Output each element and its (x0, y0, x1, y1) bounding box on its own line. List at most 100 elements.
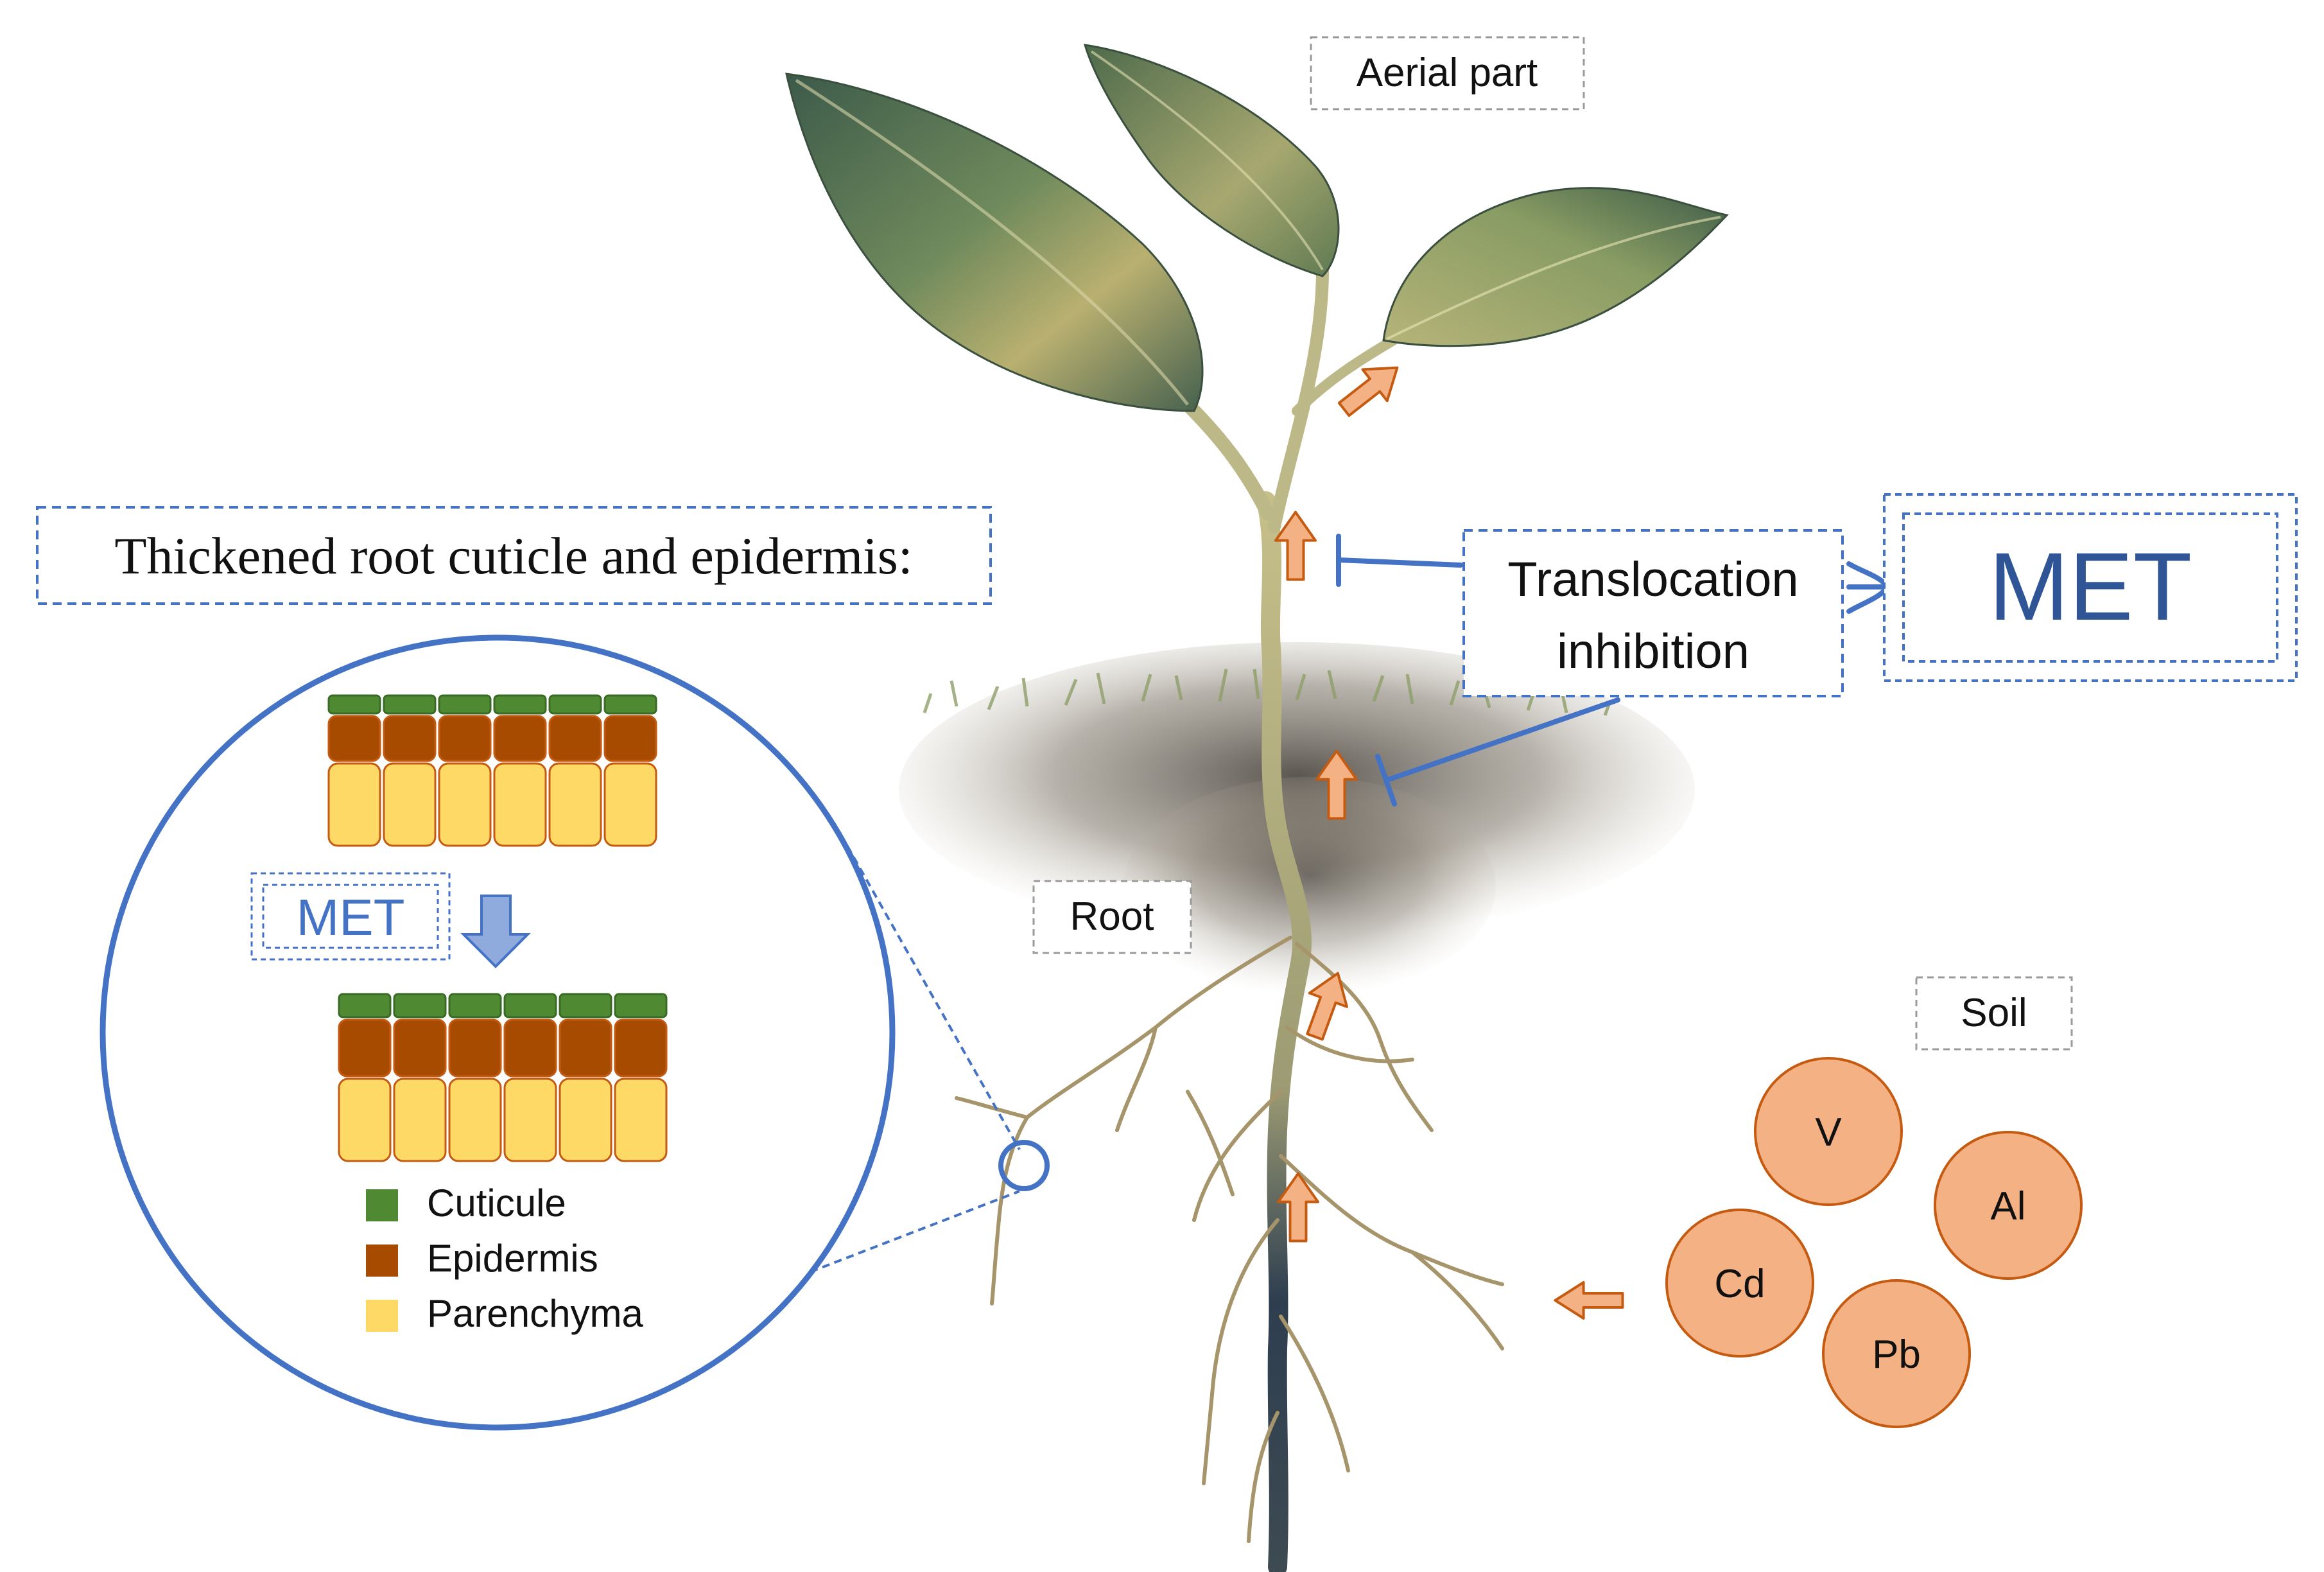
before-cuticle-cell (327, 694, 381, 715)
met-small-inner-box (262, 884, 439, 949)
upward-transport-arrow (1337, 366, 1399, 417)
met-small-group: MET (250, 872, 531, 968)
before-epidermis-cell (438, 715, 492, 762)
after-parenchyma-cell (503, 1078, 557, 1162)
before-epidermis-cell (493, 715, 547, 762)
before-epidermis-cell (603, 715, 657, 762)
root-system (955, 936, 1504, 1543)
leaf-right (1382, 187, 1729, 347)
aerial-part-label: Aerial part (1357, 51, 1538, 95)
translocation-label-line1: Translocation (1507, 552, 1798, 607)
stem-branch-right (1292, 335, 1398, 416)
root-label-group: Root (1032, 880, 1192, 954)
aerial-part-label-group: Aerial part (1310, 36, 1585, 110)
before-parenchyma-cell (327, 762, 381, 847)
after-cuticle-cell (559, 993, 612, 1018)
magnifier-guide-bottom (786, 1190, 1020, 1282)
before-epidermis-cell (327, 715, 381, 762)
stem (1256, 491, 1312, 1572)
legend-label: Parenchyma (427, 1292, 643, 1335)
soil-label: Soil (1961, 991, 2027, 1035)
metal-ion (1934, 1131, 2083, 1280)
metal-ion-label: V (1815, 1110, 1842, 1155)
leaf-top-midrib (1090, 50, 1324, 271)
after-epidermis-cell (448, 1018, 502, 1078)
root-label: Root (1070, 895, 1154, 939)
after-parenchyma-cell (448, 1078, 502, 1162)
metal-ion-label: Pb (1872, 1332, 1921, 1377)
leaf-large-left (785, 73, 1204, 412)
legend-label: Epidermis (427, 1237, 598, 1280)
translocation-inhibition-group: Translocation inhibition (1462, 529, 1844, 697)
legend-swatch (366, 1189, 398, 1221)
root-zoom-marker (998, 1140, 1050, 1191)
soil-clump-lower (1123, 777, 1496, 995)
after-cuticle-cell (338, 993, 392, 1018)
before-parenchyma-cell (548, 762, 602, 847)
met-main-group: MET (1883, 493, 2298, 682)
soil-box (1915, 976, 2073, 1051)
transport-arrows (1274, 366, 1624, 1320)
after-parenchyma-cell (559, 1078, 612, 1162)
upward-transport-arrow (1277, 1172, 1319, 1243)
inhibition-bar-root (1375, 754, 1397, 807)
before-parenchyma-cell (438, 762, 492, 847)
upward-transport-arrow (1274, 511, 1317, 581)
metal-ion-label: Al (1990, 1184, 2025, 1228)
inhibition-line-root (1384, 697, 1620, 783)
after-parenchyma-cell (614, 1078, 668, 1162)
metal-ion-label: Cd (1714, 1262, 1765, 1306)
before-epidermis-cell (548, 715, 602, 762)
leaf-right-midrib (1386, 216, 1721, 340)
met-down-arrow (460, 895, 531, 968)
after-parenchyma-cell (393, 1078, 447, 1162)
after-epidermis-cell (503, 1018, 557, 1078)
translocation-box (1462, 529, 1844, 697)
before-parenchyma-cell (493, 762, 547, 847)
after-cuticle-cell (503, 993, 557, 1018)
upward-transport-arrow (1315, 749, 1358, 820)
metal-ion (1822, 1279, 1971, 1428)
root-box (1032, 880, 1192, 954)
after-cuticle-cell (393, 993, 447, 1018)
thickened-title-box (36, 506, 992, 605)
after-epidermis-cell (559, 1018, 612, 1078)
soil-label-group: Soil (1915, 976, 2073, 1051)
after-cuticle-cell (448, 993, 502, 1018)
after-epidermis-cell (393, 1018, 447, 1078)
after-epidermis-cell (338, 1018, 392, 1078)
after-epidermis-cell (614, 1018, 668, 1078)
after-cuticle-cell (614, 993, 668, 1018)
before-parenchyma-cell (383, 762, 437, 847)
upward-transport-arrow (1306, 972, 1349, 1041)
metal-ion (1754, 1057, 1903, 1206)
before-cuticle-cell (383, 694, 437, 715)
before-epidermis-cell (383, 715, 437, 762)
legend-label: Cuticule (427, 1182, 566, 1225)
tissue-layers-after (338, 993, 668, 1162)
after-parenchyma-cell (338, 1078, 392, 1162)
thickened-title-group: Thickened root cuticle and epidermis: (36, 506, 992, 605)
plant-illustration (785, 44, 1729, 1572)
metal-ion (1665, 1209, 1814, 1358)
before-cuticle-cell (548, 694, 602, 715)
translocation-label-line2: inhibition (1557, 624, 1749, 679)
inhibition-line-stem (1336, 557, 1463, 568)
before-parenchyma-cell (603, 762, 657, 847)
leaf-large-left-midrib (795, 78, 1189, 406)
tissue-layers-before (327, 694, 657, 847)
before-cuticle-cell (438, 694, 492, 715)
met-small-label: MET (297, 889, 405, 946)
aerial-part-box (1310, 36, 1585, 110)
stem-branch-left (1181, 397, 1275, 521)
legend-swatch (366, 1244, 398, 1277)
met-main-label: MET (1989, 532, 2192, 640)
thickened-title: Thickened root cuticle and epidermis: (114, 527, 912, 585)
before-cuticle-cell (493, 694, 547, 715)
leaf-top (1083, 44, 1340, 277)
met-main-inner-box (1902, 512, 2278, 663)
before-cuticle-cell (603, 694, 657, 715)
uptake-arrow (1554, 1281, 1624, 1320)
